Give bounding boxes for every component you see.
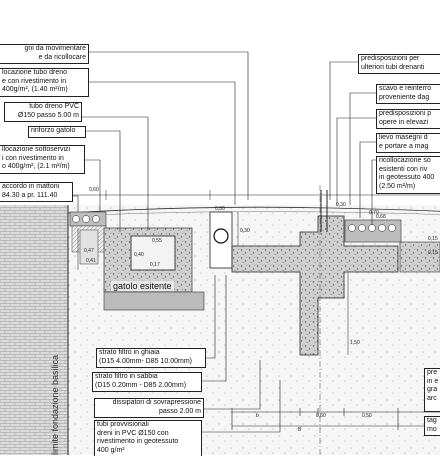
- callout-masegni: gni da movimentare e da ricollocare: [0, 44, 89, 64]
- dim-label: 0,15: [428, 236, 438, 242]
- callout-tubi-provvisionali: tubi provvisionali dreni in PVC Ø150 con…: [94, 420, 202, 456]
- dim-label: b: [256, 413, 259, 419]
- callout-ghiaia: strato filtro in ghiaia (D15 4.00mm- D85…: [96, 348, 206, 368]
- dim-label: 0,30: [336, 202, 346, 208]
- pavement-line: [67, 206, 440, 214]
- dim-label: B: [298, 427, 302, 433]
- brick-foundation: [0, 205, 68, 455]
- callout-rinforzo: rinforzo gatolo: [28, 126, 86, 138]
- dim-label: 0,68: [376, 214, 386, 220]
- dim-label: 1,50: [350, 340, 360, 346]
- dim-label: 0,47: [84, 248, 94, 254]
- dim-label: 0,30: [215, 206, 225, 212]
- dim-label: 0,41: [86, 258, 96, 264]
- foundation-label: limite fondazione basilica: [50, 354, 60, 455]
- dim-label: 0,30: [240, 228, 250, 234]
- callout-tag: tag mo: [424, 416, 440, 436]
- callout-sottoservizi: llocazione sottoservizi i con rivestimen…: [0, 145, 85, 174]
- dim-label: 0,70: [369, 210, 379, 216]
- callout-predisposizioni-opere: predisposizioni p opere in elevazi: [376, 109, 440, 129]
- dim-label: 0,50: [362, 413, 372, 419]
- callout-lievo: lievo masegni d e portare a mag: [376, 133, 440, 153]
- dim-label: 0,15: [428, 250, 438, 256]
- dim-label: 0,60: [316, 413, 326, 419]
- callout-tubo-dreno: locazione tubo dreno e con rivestimento …: [0, 68, 89, 97]
- dim-label: 0,40: [134, 252, 144, 258]
- callout-ricollocazione: ricollocazione so esistenti con riv in g…: [376, 156, 440, 194]
- callout-predisposizioni-tubi: predisposizioni per ulteriori tubi drena…: [358, 54, 440, 74]
- callout-dissipatori: dissipatori di sovrapressione passo 2.00…: [94, 398, 204, 418]
- callout-sabbia: strato filtro in sabbia (D15 0.20mm - D8…: [92, 372, 202, 392]
- dim-label: 0,55: [152, 238, 162, 244]
- gatolo-label: gatolo esitente: [111, 281, 174, 291]
- callout-scavo: scavo e reinterro proveniente dag: [376, 84, 440, 104]
- dim-label: 0,60: [89, 187, 99, 193]
- callout-pre: pre in e gra arc: [424, 368, 440, 412]
- dim-label: 0,17: [150, 262, 160, 268]
- callout-tubo-pvc: tubo dreno PVC Ø150 passo 5.00 m: [4, 102, 82, 122]
- pipe-circle: [213, 228, 229, 244]
- callout-raccordo: accordo in mattoni 84.30 a pr. 111.40: [0, 182, 73, 202]
- concrete-foundation: [231, 215, 399, 356]
